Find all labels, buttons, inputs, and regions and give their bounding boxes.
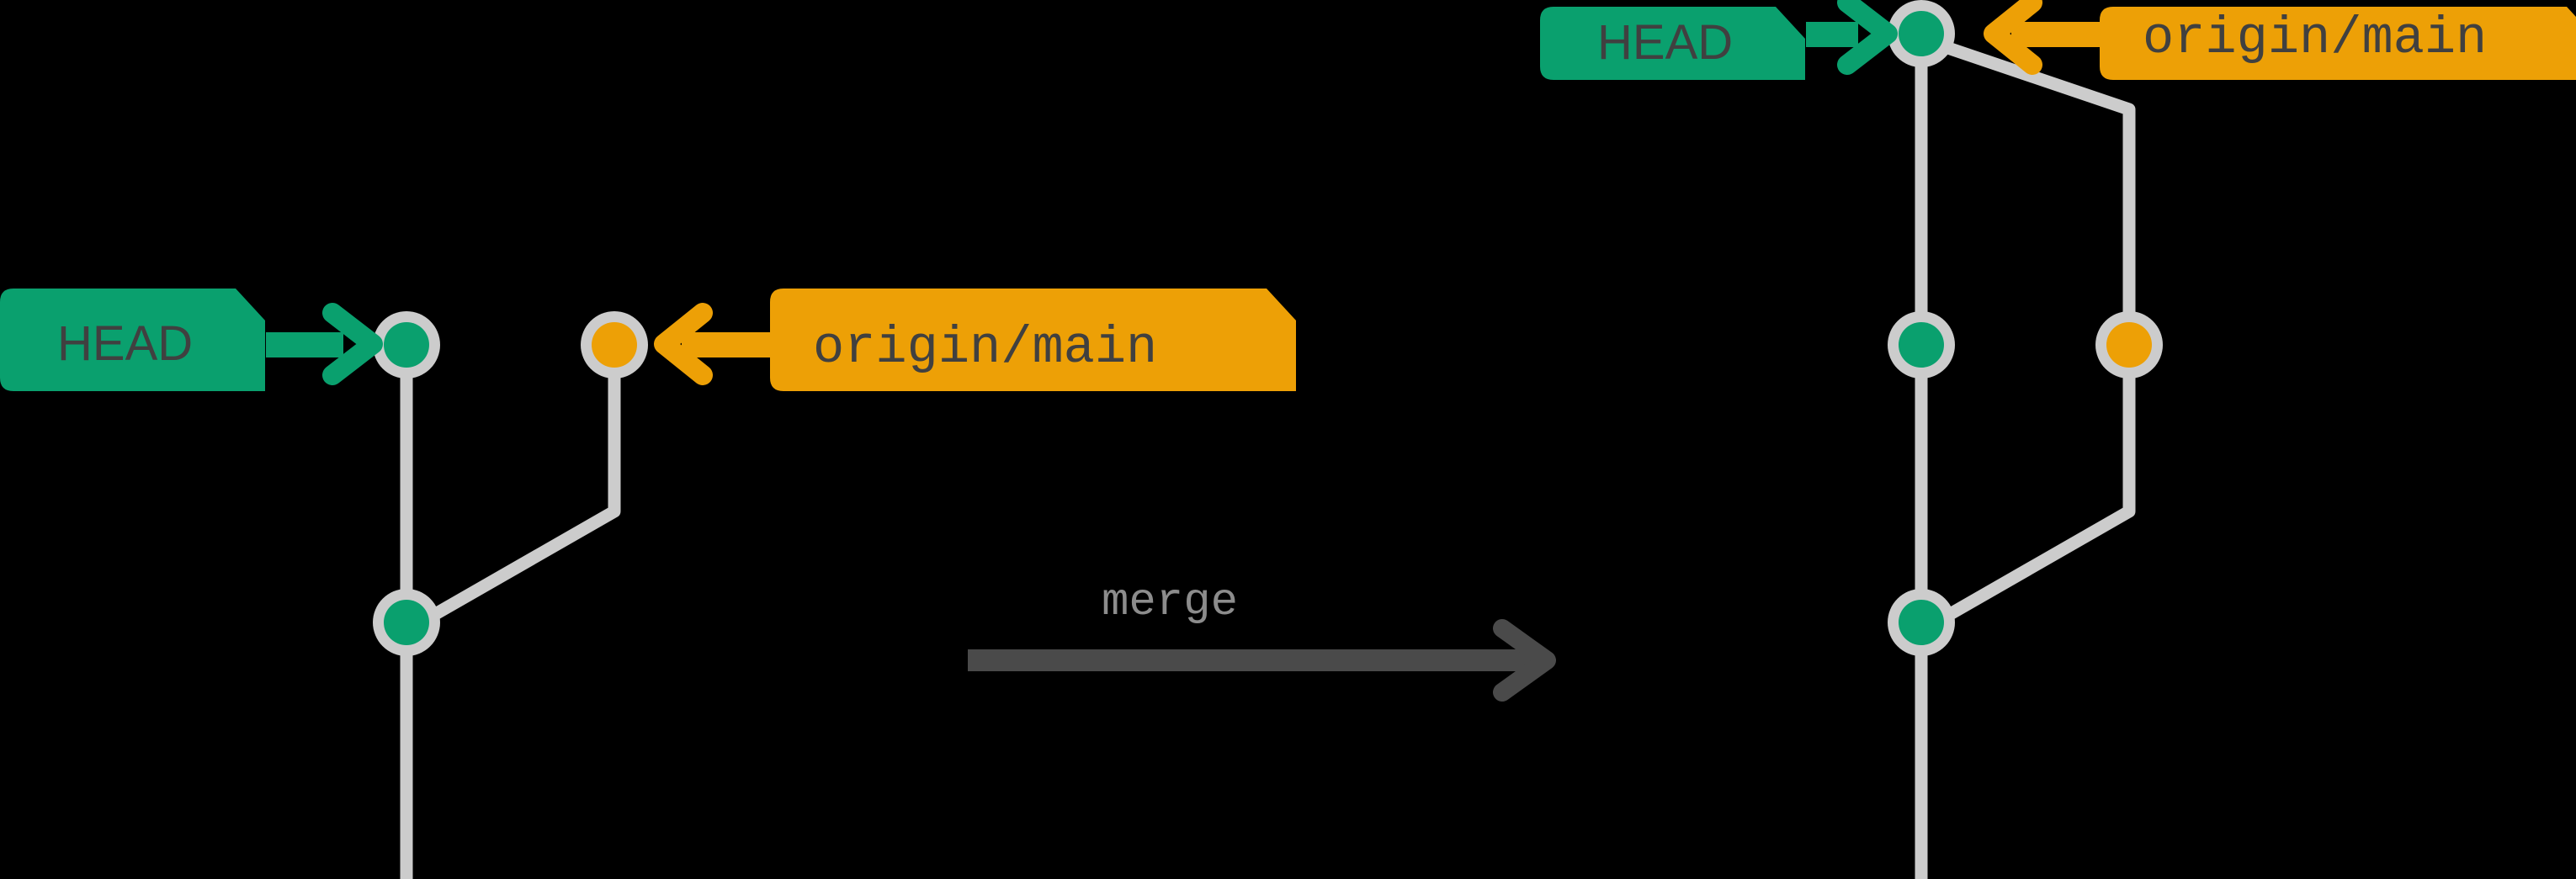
before-remote-tag-label: origin/main xyxy=(813,318,1157,378)
before-panel: HEAD origin/main xyxy=(0,289,1296,879)
after-head-arrow-right-icon xyxy=(1806,0,1898,75)
operation-group: merge xyxy=(968,577,1556,702)
before-head-arrow-right-icon xyxy=(266,303,383,385)
commit-dot xyxy=(384,322,429,368)
edge-remote-to-base xyxy=(1932,345,2136,628)
commit-dot xyxy=(1899,11,1944,56)
after-commit-remote[interactable] xyxy=(2095,311,2163,379)
before-commit-base[interactable] xyxy=(373,589,440,656)
after-panel: HEAD origin/main xyxy=(1540,0,2576,879)
after-remote-tag-label: origin/main xyxy=(2143,8,2487,68)
commit-dot xyxy=(2106,322,2152,368)
tag-shape xyxy=(1540,7,1805,80)
tag-shape xyxy=(770,289,1296,391)
edge-remote-to-base xyxy=(417,345,621,628)
after-head-tag[interactable]: HEAD xyxy=(1540,7,1805,80)
after-remote-tag[interactable]: origin/main xyxy=(2100,7,2576,80)
tag-shape xyxy=(0,289,265,391)
after-commit-merge[interactable] xyxy=(1888,0,1955,67)
commit-dot xyxy=(384,600,429,645)
commit-dot xyxy=(592,322,637,368)
operation-label: merge xyxy=(1102,577,1238,628)
after-commit-base[interactable] xyxy=(1888,589,1955,656)
tag-shape xyxy=(2100,7,2576,80)
before-remote-arrow-left-icon xyxy=(654,303,771,385)
before-commit-local-head[interactable] xyxy=(373,311,440,379)
after-edges xyxy=(1915,34,2136,879)
before-head-tag[interactable]: HEAD xyxy=(0,289,265,391)
before-commit-remote-head[interactable] xyxy=(581,311,648,379)
after-remote-arrow-left-icon xyxy=(1984,0,2101,75)
after-commit-local[interactable] xyxy=(1888,311,1955,379)
operation-arrow-right-icon xyxy=(968,619,1556,702)
edge-merge-to-remote xyxy=(1933,37,2136,345)
before-remote-tag[interactable]: origin/main xyxy=(770,289,1296,391)
commit-dot xyxy=(1899,322,1944,368)
commit-dot xyxy=(1899,600,1944,645)
before-head-tag-label: HEAD xyxy=(57,316,193,371)
after-head-tag-label: HEAD xyxy=(1597,15,1733,70)
